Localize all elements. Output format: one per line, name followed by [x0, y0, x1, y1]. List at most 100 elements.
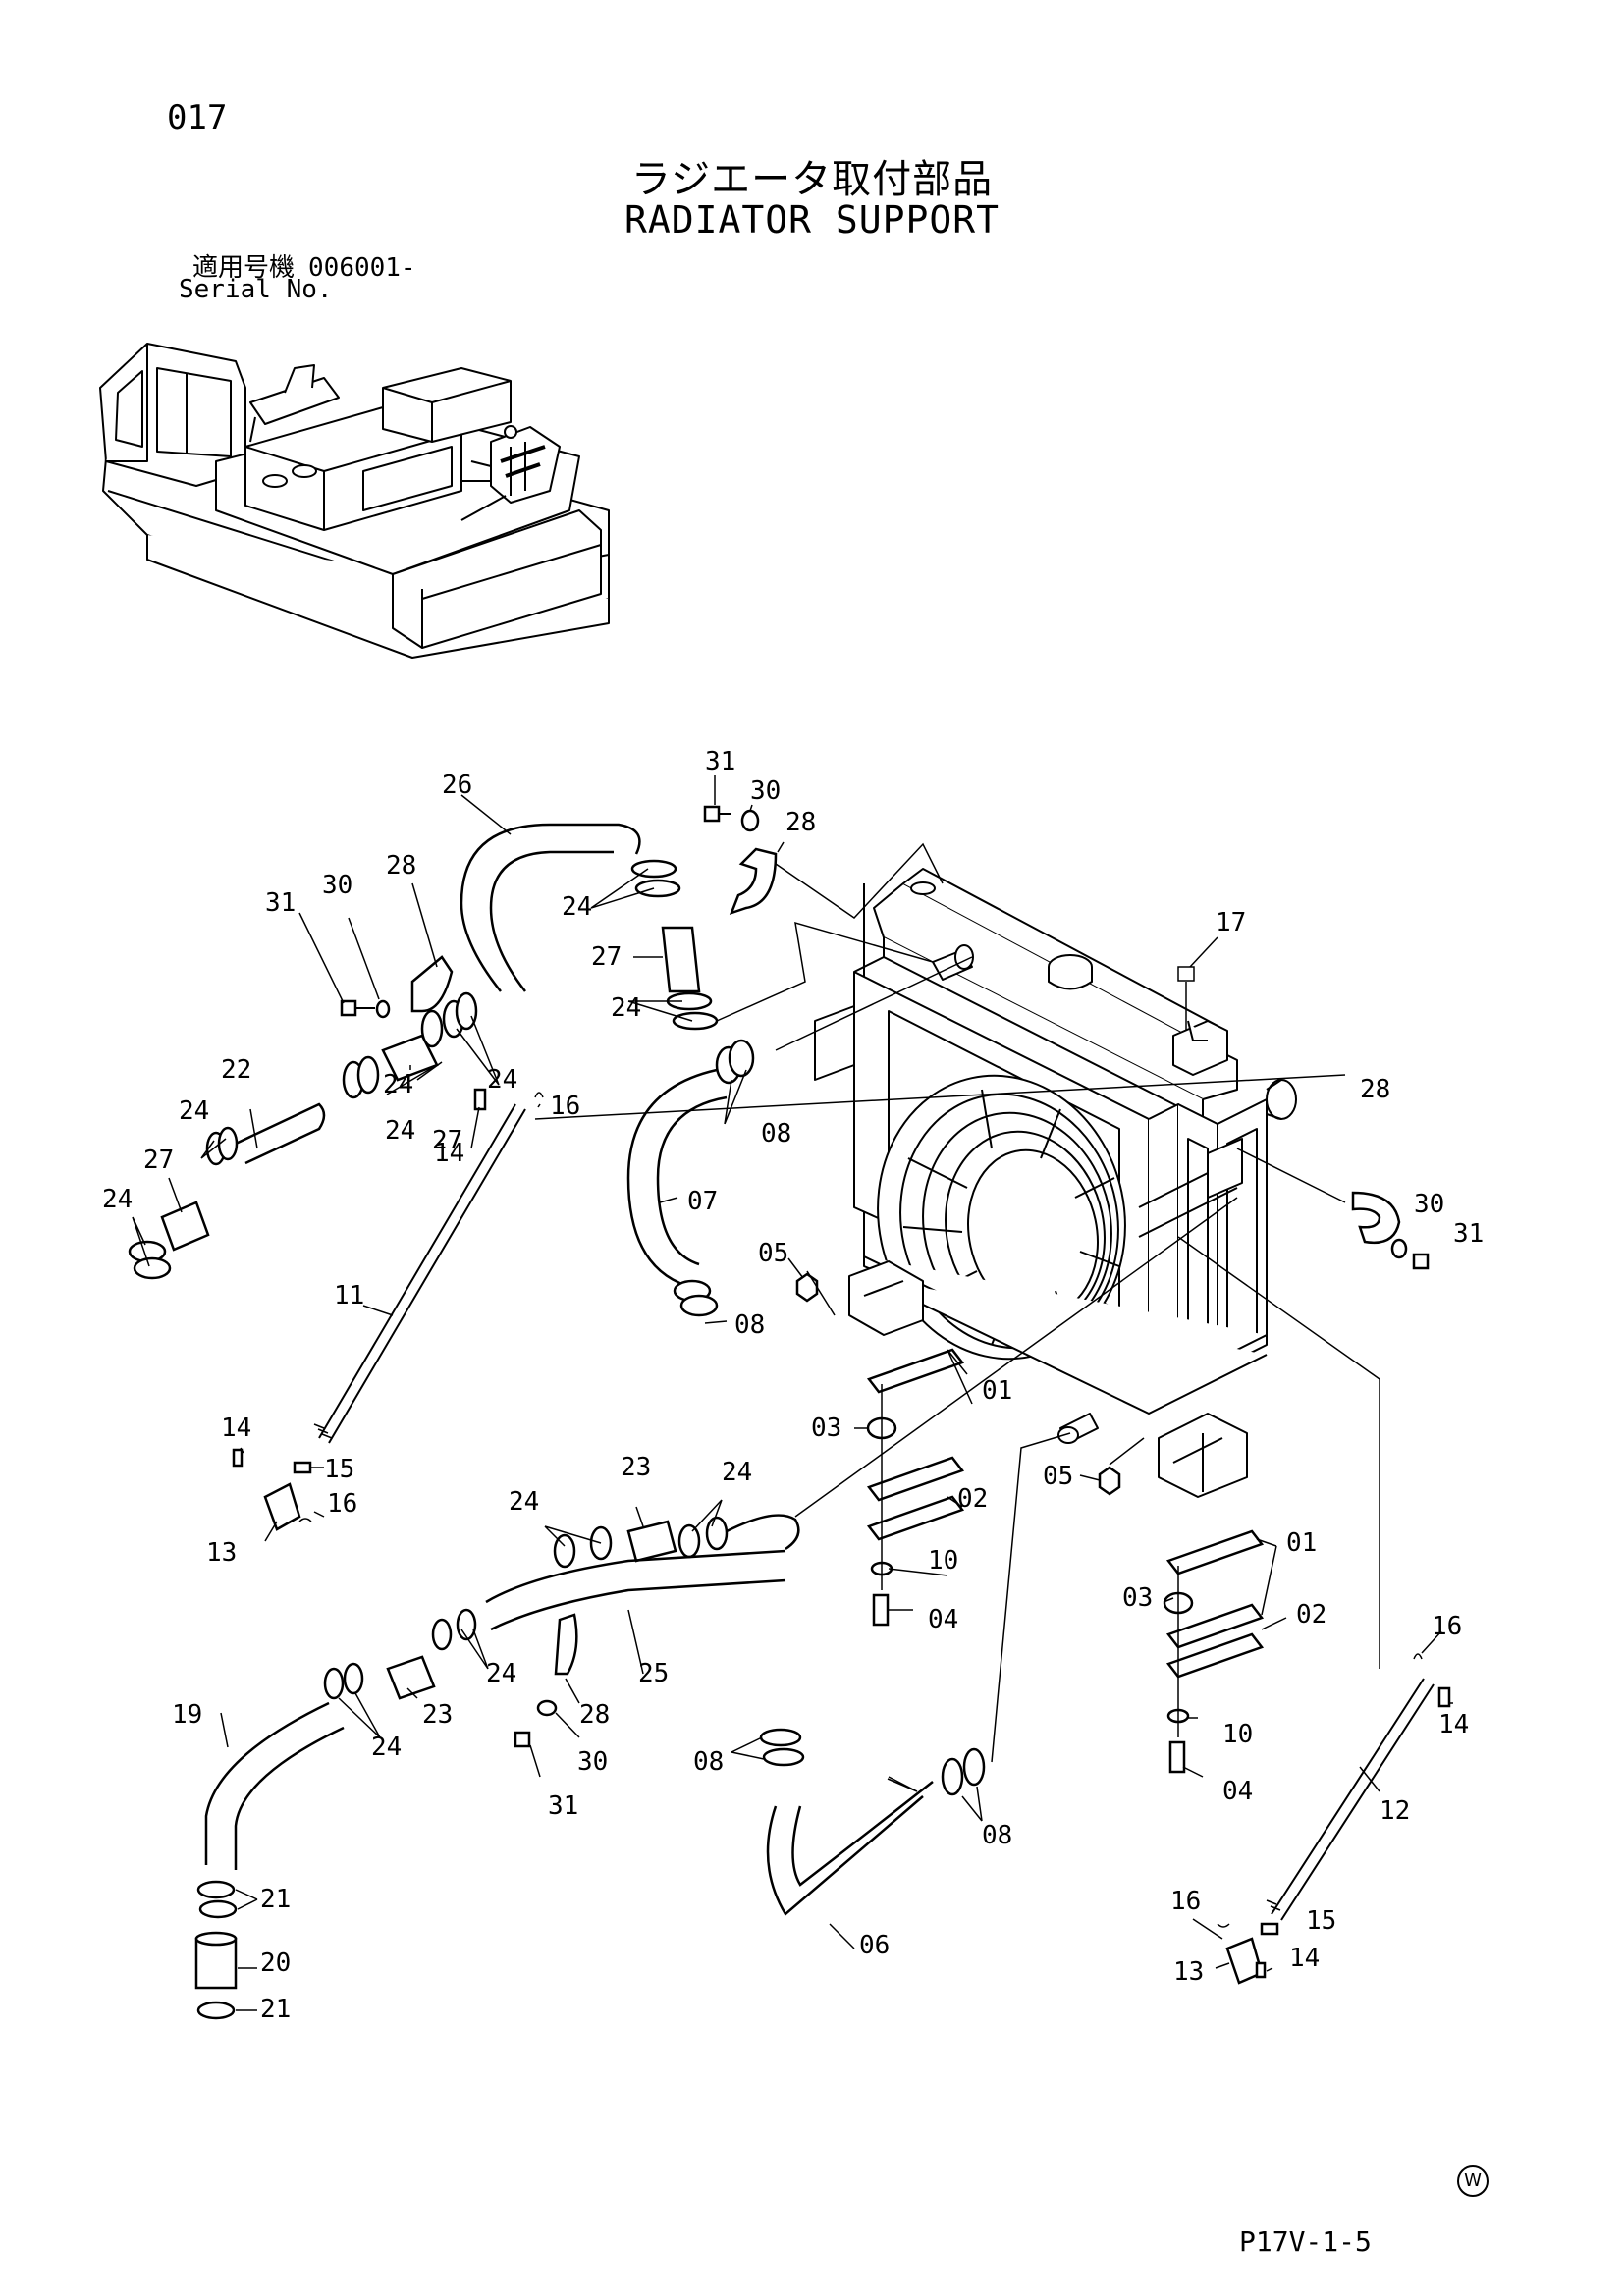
callout-28-lower: 28	[579, 1700, 610, 1730]
bracket-28-right	[1351, 1191, 1401, 1245]
hose-06	[766, 1795, 924, 1916]
callout-21-lower: 21	[260, 1995, 291, 2024]
callout-10-right: 10	[1222, 1720, 1253, 1749]
callout-03-right: 03	[1122, 1583, 1153, 1613]
callout-16-left: 16	[327, 1489, 357, 1519]
callout-14-upper: 14	[434, 1139, 464, 1168]
hose-22	[235, 1102, 326, 1165]
serial-label-jp: 適用号機	[192, 253, 296, 283]
callout-20: 20	[260, 1949, 291, 1978]
callout-11: 11	[334, 1281, 364, 1310]
callout-04-left: 04	[928, 1605, 958, 1634]
hose-23-upper	[626, 1520, 677, 1563]
callout-22: 22	[221, 1055, 251, 1085]
callout-19: 19	[172, 1700, 202, 1730]
mount-pad-01-right	[1165, 1529, 1265, 1575]
title-english: RADIATOR SUPPORT	[623, 198, 1001, 241]
serial-value: 006001-	[308, 253, 416, 283]
callout-28-right: 28	[1360, 1075, 1390, 1104]
callout-15-right: 15	[1306, 1906, 1336, 1936]
callout-24-f: 24	[385, 1116, 415, 1146]
callout-24-a: 24	[562, 892, 592, 922]
callout-08-d: 08	[982, 1821, 1012, 1850]
callout-23-upper: 23	[621, 1453, 651, 1482]
callout-02-right: 02	[1296, 1600, 1326, 1629]
callout-30-lower: 30	[577, 1747, 608, 1777]
callout-24-e: 24	[102, 1185, 133, 1214]
rod-11	[318, 1103, 516, 1439]
nut-05-upper	[795, 1272, 819, 1303]
bracket-28-lower	[554, 1613, 578, 1676]
machine-location-sketch	[99, 343, 610, 659]
callout-31-left: 31	[265, 888, 296, 918]
bracket-28-upper	[729, 847, 778, 916]
callout-24-h: 24	[722, 1458, 752, 1487]
callout-31-lower: 31	[548, 1791, 578, 1821]
leader-lines	[132, 775, 1453, 2011]
callout-03-left: 03	[811, 1414, 841, 1443]
callout-30-top: 30	[750, 776, 781, 806]
callout-24-i: 24	[509, 1487, 539, 1517]
callout-30-left: 30	[322, 871, 352, 900]
callout-14-right: 14	[1438, 1710, 1469, 1739]
callout-17: 17	[1216, 908, 1246, 937]
callout-13-left: 13	[206, 1538, 237, 1568]
title-japanese: ラジエータ取付部品	[630, 157, 994, 202]
callout-05-lower: 05	[1043, 1462, 1073, 1491]
serial-label-en: Serial No.	[179, 275, 333, 304]
callout-28-top: 28	[785, 808, 816, 837]
callout-30-right: 30	[1414, 1190, 1444, 1219]
callout-12: 12	[1380, 1796, 1410, 1826]
radiator-assembly	[814, 868, 1297, 1498]
callout-14-left: 14	[221, 1414, 251, 1443]
drawing-code: P17V-1-5	[1239, 2225, 1372, 2258]
callout-labels: 26 31 30 28 31 30 28 24 27 24 17 24 22 2…	[102, 747, 1484, 2024]
page-number: 017	[167, 98, 228, 137]
callout-06: 06	[859, 1931, 890, 1960]
rod-12	[1271, 1678, 1425, 1915]
callout-15-left: 15	[324, 1455, 354, 1484]
hose-27-left	[160, 1201, 210, 1252]
callout-05-upper: 05	[758, 1239, 788, 1268]
callout-10-left: 10	[928, 1546, 958, 1575]
callout-01-left: 01	[982, 1376, 1012, 1406]
mount-pad-01-left	[866, 1348, 965, 1394]
callout-21-upper: 21	[260, 1885, 291, 1914]
bracket-28-left	[410, 955, 454, 1013]
callout-24-j: 24	[486, 1659, 516, 1688]
callout-02-left: 02	[957, 1484, 988, 1514]
callout-31-right: 31	[1453, 1219, 1484, 1249]
clevis-13-left	[263, 1482, 301, 1531]
hose-07	[626, 1068, 718, 1288]
callout-04-right: 04	[1222, 1777, 1253, 1806]
callout-24-b: 24	[611, 993, 641, 1023]
callout-07: 07	[687, 1187, 718, 1216]
serial-row-jp: 適用号機 006001-	[192, 247, 416, 284]
hose-25	[485, 1549, 786, 1604]
callout-25: 25	[638, 1659, 669, 1688]
callout-08-b: 08	[734, 1310, 765, 1340]
callout-16-upper: 16	[550, 1092, 580, 1121]
hose-27-upper	[661, 926, 701, 993]
callout-28-left: 28	[386, 851, 416, 881]
callout-24-c: 24	[487, 1065, 517, 1095]
callout-24-k: 24	[371, 1733, 402, 1762]
watermark-symbol: W	[1457, 2165, 1489, 2197]
callout-16-lower: 16	[1170, 1887, 1201, 1916]
callout-08-a: 08	[761, 1119, 791, 1148]
callout-24-g: 24	[383, 1070, 413, 1099]
callout-08-c: 08	[693, 1747, 724, 1777]
callout-31-top: 31	[705, 747, 735, 776]
hose-23-lower	[386, 1655, 436, 1700]
nut-05-lower	[1098, 1466, 1121, 1496]
callout-16-right: 16	[1432, 1612, 1462, 1641]
callout-24-d: 24	[179, 1096, 209, 1126]
callout-27-upper: 27	[591, 942, 622, 972]
callout-13-right: 13	[1173, 1957, 1204, 1987]
hose-20	[194, 1937, 238, 1990]
callout-26: 26	[442, 771, 472, 800]
callout-23-lower: 23	[422, 1700, 453, 1730]
hose-19	[204, 1701, 330, 1865]
callout-01-right: 01	[1286, 1528, 1317, 1558]
